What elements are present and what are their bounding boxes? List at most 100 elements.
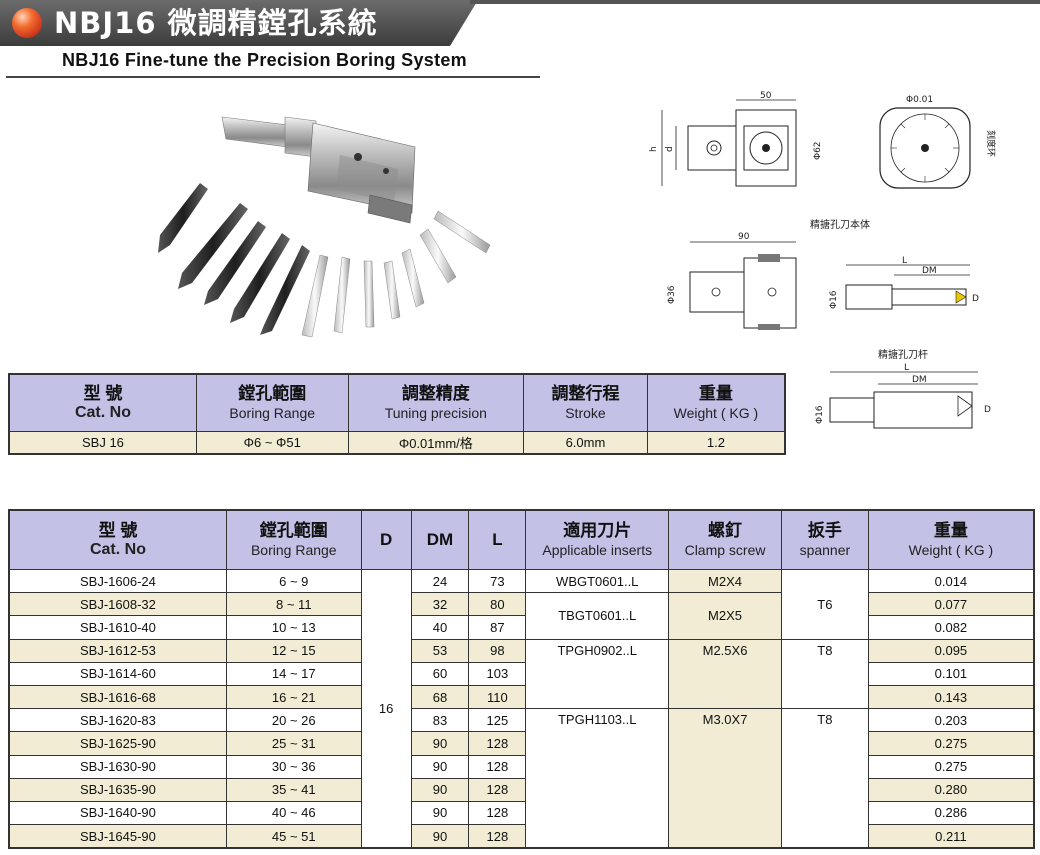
dim-dia-label: Φ62 (813, 141, 823, 160)
spec-weight-cell: 1.2 (646, 431, 786, 455)
parts-header-d: D (360, 509, 412, 570)
table-row: SBJ-1640-90 40 ~ 46 90 128 0.286 (8, 800, 1035, 826)
range-cell: 6 ~ 9 (225, 568, 362, 594)
dm-cell: 40 (410, 615, 470, 640)
range-cell: 35 ~ 41 (225, 777, 362, 802)
dial-resolution-label: Φ0.01 (906, 95, 933, 105)
dm-cell: 60 (410, 661, 470, 686)
bar2-D-label: D (984, 405, 991, 415)
dm-cell: 90 (410, 777, 470, 802)
l-cell: 73 (468, 568, 527, 594)
dim-body-dia-label: Φ36 (667, 285, 677, 304)
bar1-L-label: L (902, 256, 907, 266)
dark-boring-bars (158, 183, 310, 335)
cat-cell: SBJ-1630-90 (8, 754, 227, 779)
spanner-cell: T8 (780, 638, 869, 710)
table-row: SBJ-1606-24 6 ~ 9 16 24 73 WBGT0601..L M… (8, 568, 1035, 849)
l-cell: 128 (468, 754, 527, 779)
dial-drawing: Φ0.01 刻度环 (879, 95, 996, 189)
table-row: SBJ-1620-83 20 ~ 26 83 125 TPGH1103..L M… (8, 708, 1035, 849)
dm-cell: 90 (410, 731, 470, 756)
range-cell: 10 ~ 13 (225, 615, 362, 640)
weight-cell: 0.286 (867, 800, 1035, 826)
cat-cell: SBJ-1620-83 (8, 708, 227, 733)
dm-cell: 24 (410, 568, 470, 594)
bar2-DM-label: DM (912, 375, 927, 385)
l-cell: 125 (468, 708, 527, 733)
table-row: SBJ-1625-90 25 ~ 31 90 128 0.275 (8, 731, 1035, 756)
dim-h-label: h (649, 146, 659, 152)
weight-cell: 0.082 (867, 615, 1035, 640)
l-cell: 110 (468, 684, 527, 710)
cat-cell: SBJ-1612-53 (8, 638, 227, 663)
table-row: SBJ-1635-90 35 ~ 41 90 128 0.280 (8, 777, 1035, 802)
subtitle-divider (6, 76, 540, 78)
bar2-dia-label: Φ16 (815, 405, 825, 424)
spec-precision-cell: Φ0.01mm/格 (347, 431, 525, 455)
cat-cell: SBJ-1610-40 (8, 615, 227, 640)
weight-cell: 0.143 (867, 684, 1035, 710)
l-cell: 128 (468, 824, 527, 849)
weight-cell: 0.211 (867, 824, 1035, 849)
range-cell: 8 ~ 11 (225, 592, 362, 617)
range-cell: 25 ~ 31 (225, 731, 362, 756)
table-row: SBJ-1645-90 45 ~ 51 90 128 0.211 (8, 824, 1035, 849)
spanner-cell: T6 (780, 569, 869, 640)
table-row: SBJ-1612-53 12 ~ 15 53 98 TPGH0902..L M2… (8, 638, 1035, 710)
cat-cell: SBJ-1635-90 (8, 777, 227, 802)
dm-cell: 90 (410, 824, 470, 849)
l-cell: 128 (468, 800, 527, 826)
spanner-cell: T8 (780, 708, 869, 849)
page-subtitle: NBJ16 Fine-tune the Precision Boring Sys… (62, 50, 467, 70)
dm-cell: 53 (410, 638, 470, 663)
weight-cell: 0.077 (867, 592, 1035, 617)
weight-cell: 0.014 (867, 568, 1035, 594)
bar-drawing-2: L DM D Φ16 (815, 363, 991, 429)
cat-cell: SBJ-1625-90 (8, 731, 227, 756)
bar1-dia-label: Φ16 (829, 290, 839, 309)
dim-length-label: 90 (738, 232, 750, 242)
range-cell: 40 ~ 46 (225, 800, 362, 826)
weight-cell: 0.275 (867, 754, 1035, 779)
screw-cell: M2X5 (668, 592, 782, 640)
table-row: SBJ-1614-60 14 ~ 17 60 103 0.101 (8, 661, 1035, 686)
light-boring-bars (301, 210, 491, 338)
insert-cell: WBGT0601..L (525, 568, 670, 594)
d-cell: 16 (360, 569, 412, 849)
insert-cell: TBGT0601..L (525, 592, 670, 640)
cat-cell: SBJ-1614-60 (8, 661, 227, 686)
l-cell: 128 (468, 731, 527, 756)
range-cell: 45 ~ 51 (225, 824, 362, 849)
l-cell: 80 (468, 592, 527, 617)
spec-range-cell: Φ6 ~ Φ51 (195, 431, 349, 455)
boring-head-body (221, 116, 416, 224)
parts-header-dm: DM (410, 509, 470, 570)
weight-cell: 0.095 (867, 638, 1035, 663)
weight-cell: 0.280 (867, 777, 1035, 802)
table-row: SBJ-1608-32 8 ~ 11 32 80 TBGT0601..L M2X… (8, 592, 1035, 640)
weight-cell: 0.203 (867, 708, 1035, 733)
dm-cell: 90 (410, 800, 470, 826)
screw-cell: M2.5X6 (668, 638, 782, 710)
screw-cell: M2X4 (668, 568, 782, 594)
range-cell: 20 ~ 26 (225, 708, 362, 733)
cat-cell: SBJ-1608-32 (8, 592, 227, 617)
title-bullet-icon (12, 8, 42, 38)
bar1-DM-label: DM (922, 266, 937, 276)
l-cell: 98 (468, 638, 527, 663)
insert-cell: TPGH0902..L (525, 638, 670, 710)
body-side-drawing: 90 Φ36 (667, 232, 797, 330)
insert-cell: TPGH1103..L (525, 708, 670, 849)
range-cell: 12 ~ 15 (225, 638, 362, 663)
body-front-drawing: 50 h d Φ62 (649, 91, 823, 187)
range-cell: 16 ~ 21 (225, 684, 362, 710)
